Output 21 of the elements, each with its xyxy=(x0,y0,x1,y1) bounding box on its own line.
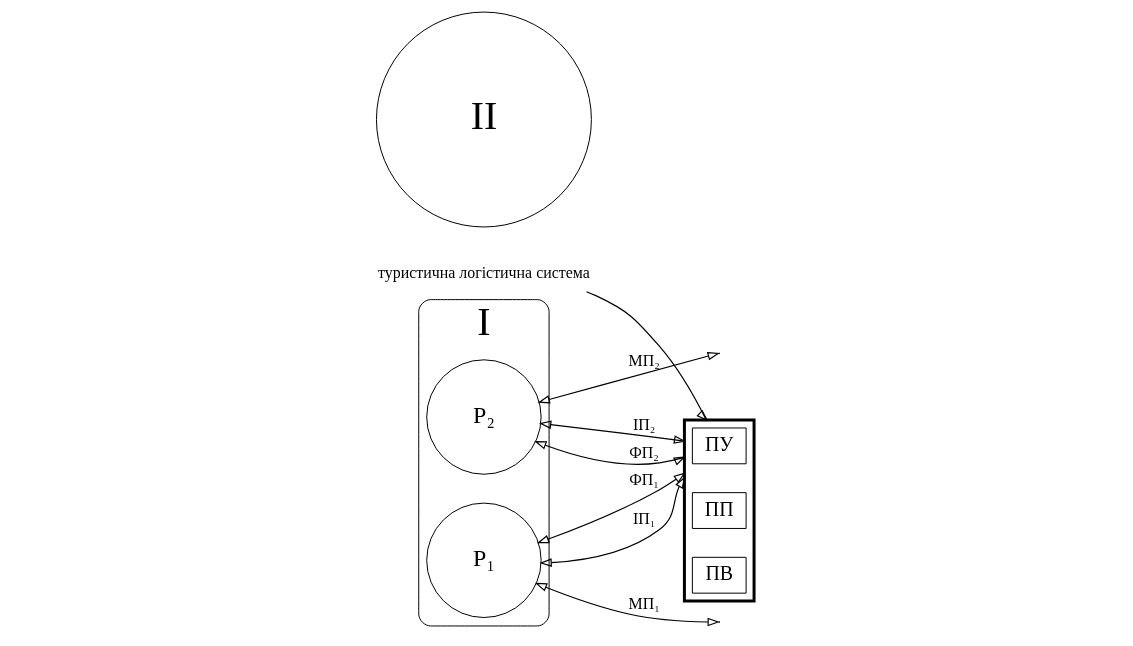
edge-label: МП₁ xyxy=(628,594,660,612)
node-box: ПУ xyxy=(691,427,747,465)
arrow xyxy=(538,476,685,567)
edge-label: МП₂ xyxy=(628,352,660,370)
node-circle: II xyxy=(375,11,592,228)
node-circle: P₁ xyxy=(425,502,542,618)
edge-label: ФП₁ xyxy=(628,470,659,488)
arrow xyxy=(536,472,686,544)
arrow xyxy=(585,291,708,422)
edge-label: ІП₁ xyxy=(632,510,655,528)
edge-label: ФП₂ xyxy=(628,443,659,461)
arrow xyxy=(538,420,686,444)
node-text: туристична логістична система xyxy=(377,263,590,281)
node-box: ПП xyxy=(691,492,747,529)
cluster xyxy=(682,418,756,603)
arrow xyxy=(534,582,720,627)
arrow xyxy=(537,351,720,404)
arrow xyxy=(533,440,686,466)
node-box: ПВ xyxy=(691,556,747,594)
node-circle: P₂ xyxy=(425,359,542,475)
edge-label: ІП₂ xyxy=(632,415,655,433)
